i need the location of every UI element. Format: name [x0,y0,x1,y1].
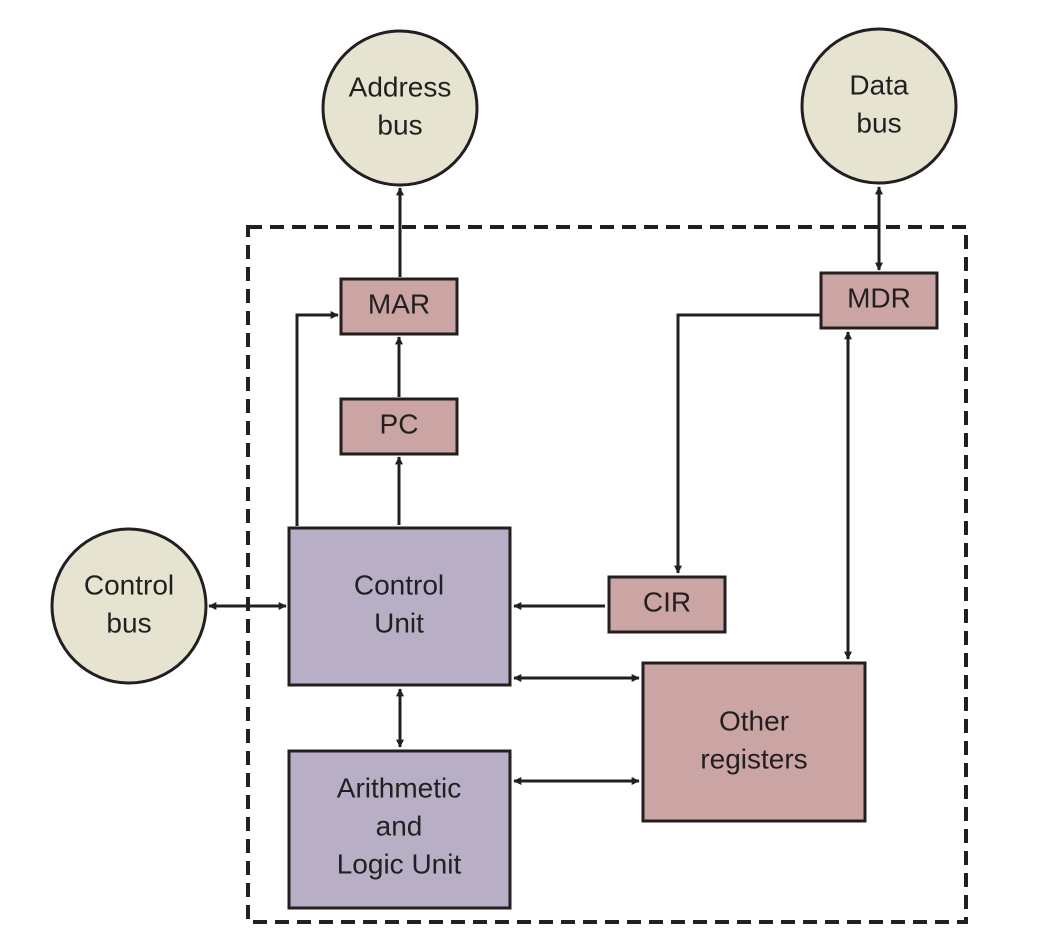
data-bus-label-1: Data [849,69,909,100]
mdr-register: MDR [819,271,939,330]
pc-label: PC [380,408,419,439]
address-bus-node: Address bus [321,29,479,187]
alu-label-2: and [376,810,423,841]
alu-block: Arithmetic and Logic Unit [287,749,512,910]
processor-boundary [246,225,968,924]
mdr-label: MDR [847,282,911,313]
mar-label: MAR [368,288,430,319]
control-bus-label-2: bus [106,607,151,638]
alu-label-1: Arithmetic [337,772,461,803]
control-unit-block: Control Unit [287,526,512,687]
other-registers-label-1: Other [719,705,789,736]
data-bus-node: Data bus [800,27,958,185]
control-unit-to-mar-arrow [295,311,339,526]
pc-register: PC [339,397,459,456]
control-unit-label-2: Unit [374,607,424,638]
address-bus-label-2: bus [377,109,422,140]
data-bus-label-2: bus [856,107,901,138]
mar-register: MAR [339,277,459,336]
control-unit-label-1: Control [354,569,444,600]
cir-register: CIR [607,575,727,634]
address-bus-label-1: Address [349,71,452,102]
other-registers-label-2: registers [700,743,807,774]
mdr-to-cir-arrow [674,313,820,574]
control-bus-node: Control bus [50,527,208,685]
alu-label-3: Logic Unit [337,848,462,879]
control-bus-label-1: Control [84,569,174,600]
cir-label: CIR [643,586,691,617]
other-registers-block: Other registers [641,661,867,823]
